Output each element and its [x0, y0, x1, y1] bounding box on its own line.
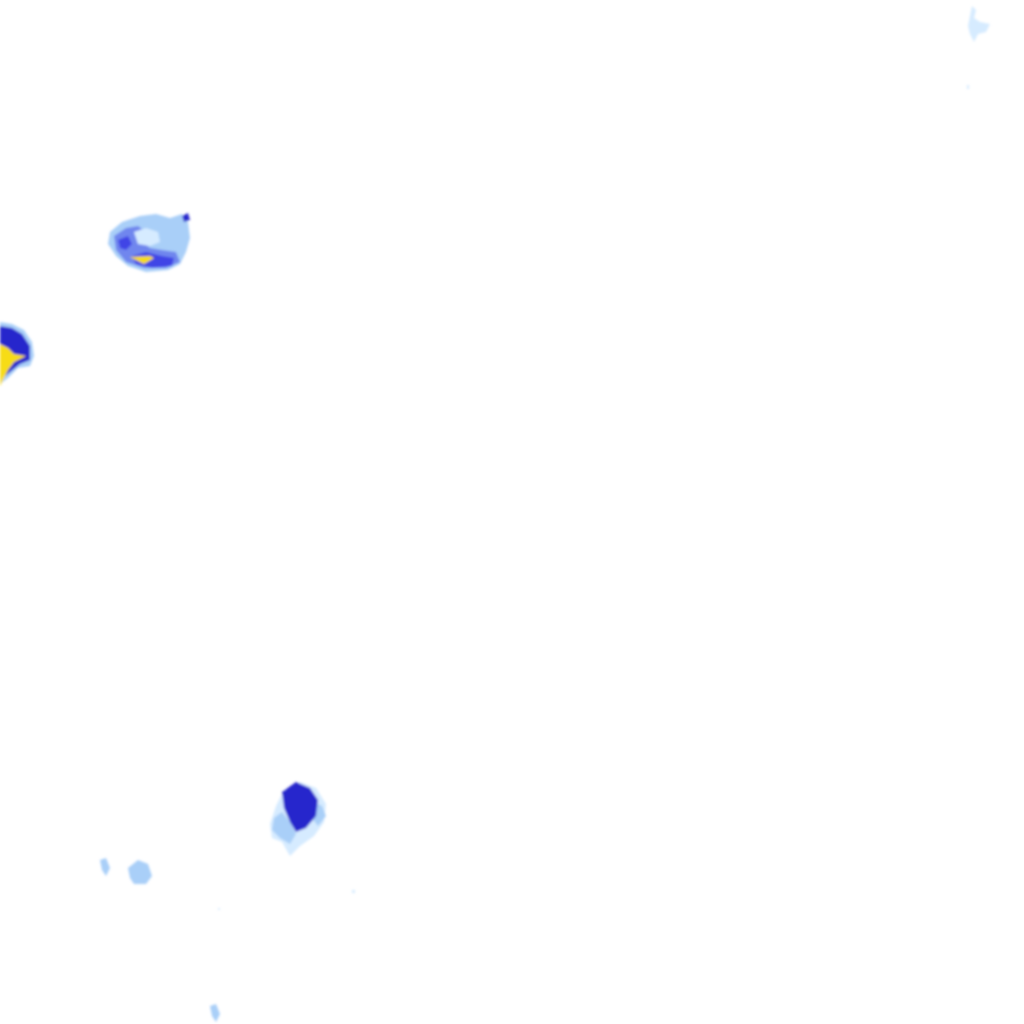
echo-bottom-speck: [210, 1004, 220, 1022]
echo-lower-center-cell: [270, 782, 326, 856]
echo-very-light-dot: [352, 890, 355, 893]
echo-light-region: [272, 812, 296, 844]
echo-strong-spot: [182, 213, 190, 222]
echo-lower-left-specks: [100, 858, 355, 910]
echo-light-speck: [100, 858, 110, 876]
echo-intense-core: [282, 782, 318, 832]
echo-strong-region: [118, 236, 132, 250]
echo-extreme-core: [130, 256, 154, 264]
echo-extreme-core: [0, 344, 26, 386]
echo-very-light-patch: [968, 6, 990, 42]
echo-top-right-speck: [967, 6, 990, 89]
echo-upper-left-cell: [108, 213, 190, 272]
echo-strong-region: [132, 252, 174, 268]
echo-light-speck: [210, 1004, 220, 1022]
echo-left-edge-cell: [0, 322, 34, 386]
echo-very-light-dot: [967, 85, 969, 89]
echo-very-light-core: [134, 228, 160, 246]
echo-very-light-dot: [218, 908, 220, 910]
echo-light-speck: [128, 860, 152, 884]
